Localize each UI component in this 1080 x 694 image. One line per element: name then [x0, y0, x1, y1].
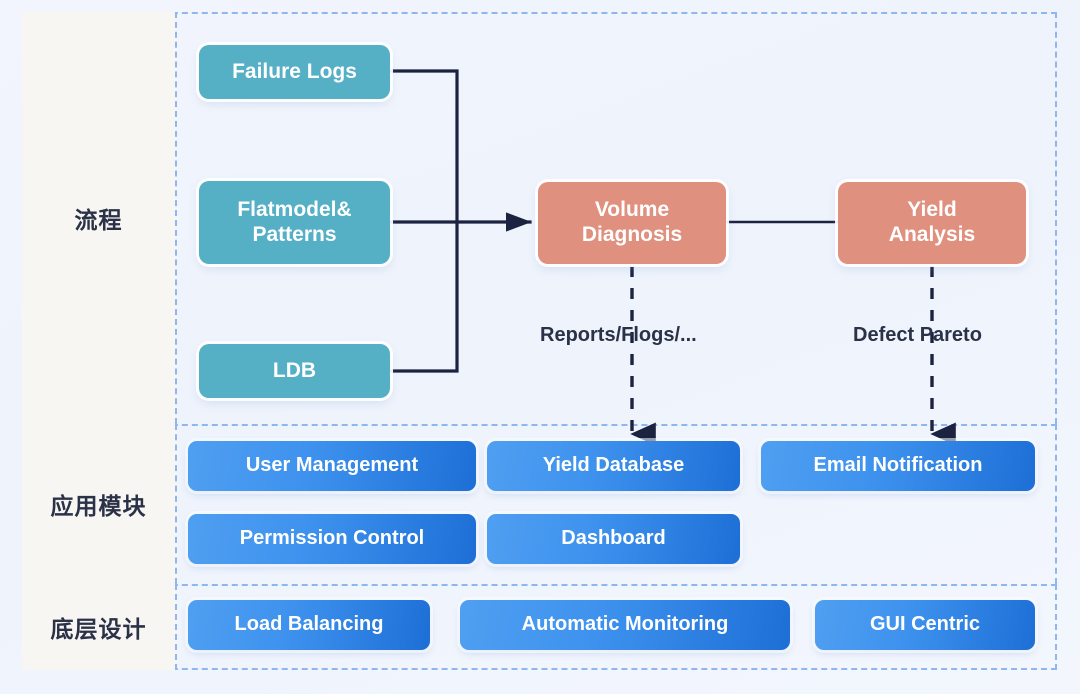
node-dashboard[interactable]: Dashboard: [487, 514, 740, 564]
band-label-app-module: 应用模块: [22, 424, 177, 584]
node-flatmodel-patterns-label: Flatmodel& Patterns: [237, 197, 352, 246]
node-automatic-monitoring-label: Automatic Monitoring: [521, 613, 729, 636]
band-label-app-module-text: 应用模块: [50, 493, 147, 519]
node-dashboard-label: Dashboard: [561, 527, 666, 550]
node-ldb-label: LDB: [272, 358, 317, 382]
node-yield-database[interactable]: Yield Database: [487, 441, 740, 491]
node-automatic-monitoring[interactable]: Automatic Monitoring: [460, 600, 790, 650]
node-volume-diagnosis-label: Volume Diagnosis: [581, 198, 683, 246]
node-gui-centric[interactable]: GUI Centric: [815, 600, 1035, 650]
node-user-management-label: User Management: [245, 454, 419, 477]
band-label-process-text: 流程: [74, 207, 123, 233]
node-yield-analysis[interactable]: Yield Analysis: [838, 182, 1026, 264]
node-permission-control[interactable]: Permission Control: [188, 514, 476, 564]
node-email-notification-label: Email Notification: [813, 454, 983, 477]
node-flatmodel-patterns[interactable]: Flatmodel& Patterns: [199, 181, 390, 264]
node-failure-logs[interactable]: Failure Logs: [199, 45, 390, 99]
node-volume-diagnosis[interactable]: Volume Diagnosis: [538, 182, 726, 264]
edge-label-defect-pareto-text: Defect Pareto: [853, 324, 982, 346]
node-user-management[interactable]: User Management: [188, 441, 476, 491]
band-label-foundation: 底层设计: [22, 584, 177, 670]
node-yield-database-label: Yield Database: [542, 454, 685, 477]
node-load-balancing[interactable]: Load Balancing: [188, 600, 430, 650]
edge-label-reports-flogs: Reports/Flogs/...: [540, 324, 697, 347]
edge-label-defect-pareto: Defect Pareto: [853, 324, 982, 347]
node-yield-analysis-label: Yield Analysis: [888, 198, 976, 246]
node-load-balancing-label: Load Balancing: [234, 613, 384, 636]
band-label-process: 流程: [22, 12, 177, 424]
node-ldb[interactable]: LDB: [199, 344, 390, 398]
band-label-foundation-text: 底层设计: [50, 616, 147, 642]
node-permission-control-label: Permission Control: [239, 527, 425, 550]
node-email-notification[interactable]: Email Notification: [761, 441, 1035, 491]
edge-label-reports-flogs-text: Reports/Flogs/...: [540, 324, 697, 346]
node-failure-logs-label: Failure Logs: [232, 59, 357, 83]
node-gui-centric-label: GUI Centric: [869, 613, 981, 636]
